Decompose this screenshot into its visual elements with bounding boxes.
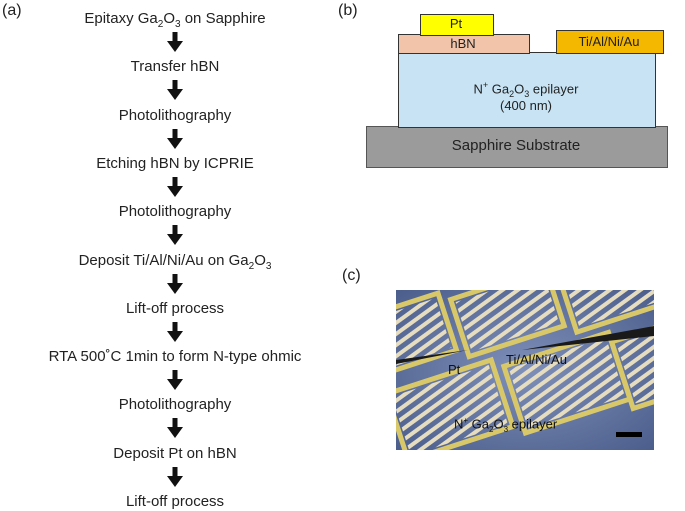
pt-label: Pt xyxy=(449,16,463,31)
flow-arrow-7 xyxy=(167,321,183,342)
process-step-9: Photolithography xyxy=(118,396,232,414)
process-step-3: Photolithography xyxy=(118,106,232,124)
device-micrograph: Pt Ti/Al/Ni/Au N+ Ga2O3 epilayer xyxy=(396,290,654,450)
panel-label-a: (a) xyxy=(2,2,22,19)
flow-arrow-9 xyxy=(167,418,183,439)
process-step-7: Lift-off process xyxy=(125,299,225,317)
process-step-10: Deposit Pt on hBN xyxy=(113,444,237,462)
micrograph-pt-label: Pt xyxy=(448,362,461,377)
process-step-6: Deposit Ti/Al/Ni/Au on Ga2O3 xyxy=(78,251,272,272)
flow-arrow-4 xyxy=(167,176,183,197)
epilayer-thickness: (400 nm) xyxy=(499,98,553,113)
process-step-2: Transfer hBN xyxy=(130,58,220,76)
micrograph-epilayer-label: N+ Ga2O3 epilayer xyxy=(454,416,558,434)
flow-arrow-10 xyxy=(167,466,183,487)
flow-arrow-1 xyxy=(167,32,183,52)
substrate-label: Sapphire Substrate xyxy=(451,137,581,154)
flow-arrow-2 xyxy=(167,80,183,101)
ohmic-contact-label: Ti/Al/Ni/Au xyxy=(578,34,640,49)
flow-arrow-3 xyxy=(167,128,183,149)
pt-electrode xyxy=(420,14,494,36)
micrograph-contact-label: Ti/Al/Ni/Au xyxy=(506,352,567,367)
micrograph-image xyxy=(396,290,654,450)
panel-label-b: (b) xyxy=(338,2,358,19)
process-step-5: Photolithography xyxy=(118,203,232,221)
flow-arrow-5 xyxy=(167,225,183,246)
hbn-label: hBN xyxy=(450,36,476,51)
panel-label-c: (c) xyxy=(342,267,361,284)
process-step-4: Etching hBN by ICPRIE xyxy=(96,154,254,172)
process-step-1: Epitaxy Ga2O3 on Sapphire xyxy=(84,10,266,30)
flow-arrow-8 xyxy=(167,370,183,391)
ohmic-contact xyxy=(556,30,664,54)
flow-arrow-6 xyxy=(167,273,183,294)
process-step-11: Lift-off process xyxy=(125,493,225,510)
process-step-8: RTA 500˚C 1min to form N-type ohmic xyxy=(48,348,302,366)
epilayer-label: N+ Ga2O3 epilayer xyxy=(473,80,579,99)
